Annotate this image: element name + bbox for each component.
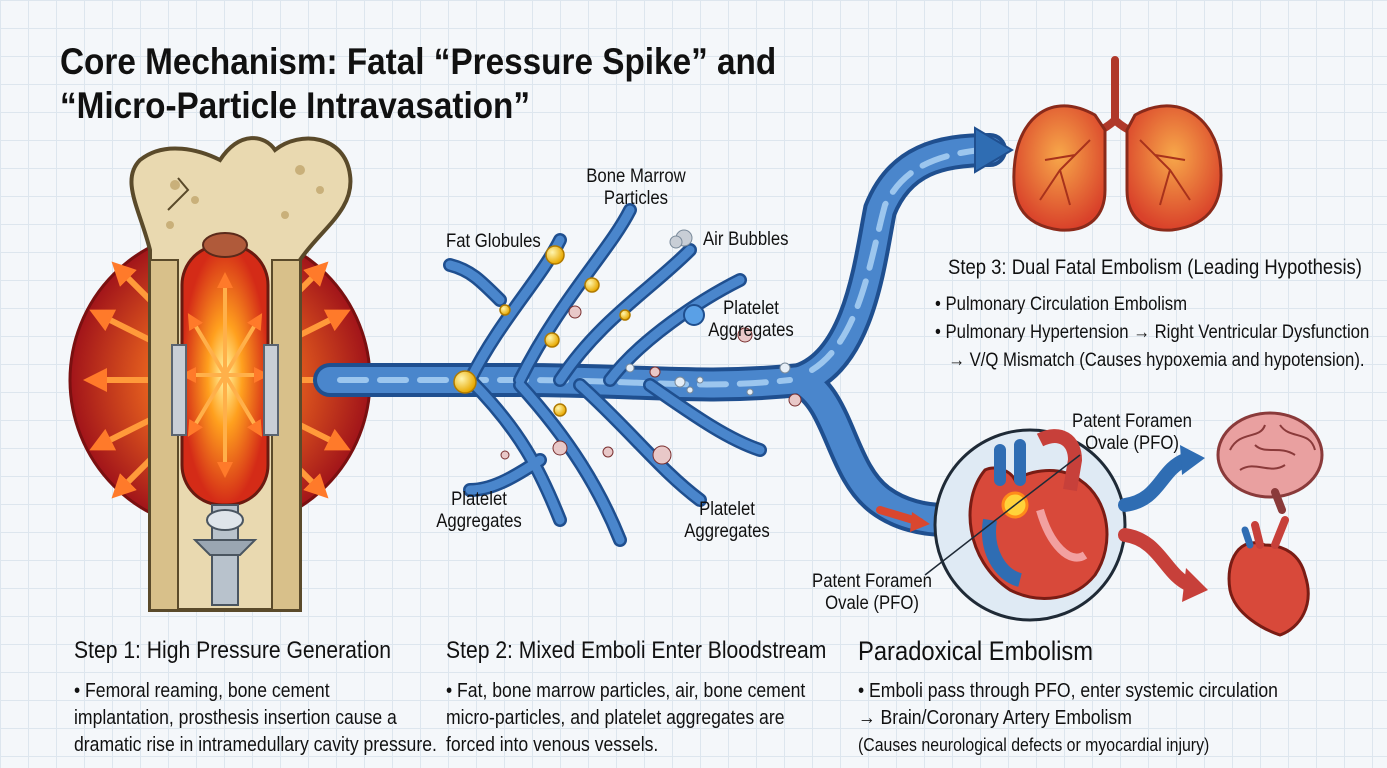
step1-heading: Step 1: High Pressure Generation [74, 637, 391, 664]
step3-heading: Step 3: Dual Fatal Embolism (Leading Hyp… [948, 256, 1362, 279]
femur-bone [129, 136, 353, 612]
step1-line: implantation, prosthesis insertion cause… [74, 707, 397, 729]
label-line: Platelet [699, 499, 755, 520]
label-line: Platelet [451, 489, 507, 510]
paradoxical-line-2: → Brain/Coronary Artery Embolism [858, 707, 1132, 729]
heart-pfo-inset [924, 428, 1127, 622]
label-line: Bone Marrow [586, 166, 686, 187]
step1-line: dramatic rise in intramedullary cavity p… [74, 734, 437, 756]
paradoxical-line-1: • Emboli pass through PFO, enter systemi… [858, 680, 1278, 702]
label-line: Platelet [723, 298, 779, 319]
air-bubbles [625, 229, 791, 396]
title-line-2: “Micro-Particle Intravasation” [60, 85, 531, 126]
label-fat-globules: Fat Globules [446, 231, 541, 252]
step3-body: • Pulmonary Circulation Embolism • Pulmo… [935, 291, 1369, 375]
label-platelet-aggregates-right: Platelet Aggregates [703, 298, 800, 342]
label-pfo-bottom: Patent Foramen Ovale (PFO) [810, 571, 933, 615]
fat-globules [453, 245, 631, 417]
step2-line: forced into venous vessels. [446, 734, 659, 756]
step3-bullet-2: • Pulmonary Hypertension → Right Ventric… [935, 322, 1370, 343]
step2-line: micro-particles, and platelet aggregates… [446, 707, 785, 729]
label-bone-marrow-particles: Bone Marrow Particles [574, 166, 697, 210]
step3-bullet-1: • Pulmonary Circulation Embolism [935, 294, 1188, 315]
step2-heading: Step 2: Mixed Emboli Enter Bloodstream [446, 637, 827, 664]
label-pfo-top: Patent Foramen Ovale (PFO) [1070, 411, 1193, 455]
step2-line: • Fat, bone marrow particles, air, bone … [446, 680, 806, 702]
lungs [1012, 56, 1223, 232]
label-line: Aggregates [436, 511, 522, 532]
label-line: Aggregates [684, 521, 770, 542]
emboli-particles [500, 305, 802, 465]
step3-bullet-2-continued: → V/Q Mismatch (Causes hypoxemia and hyp… [948, 350, 1365, 371]
step1-line: • Femoral reaming, bone cement [74, 680, 330, 702]
paradoxical-body: • Emboli pass through PFO, enter systemi… [858, 678, 1278, 759]
title-line-1: Core Mechanism: Fatal “Pressure Spike” a… [60, 41, 777, 82]
label-line: Ovale (PFO) [1085, 433, 1179, 454]
label-platelet-aggregates-bottom-left: Platelet Aggregates [431, 489, 528, 533]
label-line: Patent Foramen [812, 571, 932, 592]
label-line: Ovale (PFO) [825, 593, 919, 614]
step2-body: • Fat, bone marrow particles, air, bone … [446, 678, 805, 759]
label-air-bubbles: Air Bubbles [703, 229, 789, 250]
label-platelet-aggregates-bottom-right: Platelet Aggregates [679, 499, 776, 543]
paradoxical-line-3: (Causes neurological defects or myocardi… [858, 735, 1210, 755]
step1-body: • Femoral reaming, bone cement implantat… [74, 678, 437, 759]
label-line: Particles [603, 188, 669, 209]
heart-icon [1227, 516, 1310, 637]
paradoxical-heading: Paradoxical Embolism [858, 636, 1094, 666]
page-title: Core Mechanism: Fatal “Pressure Spike” a… [60, 40, 798, 128]
brain-icon [1216, 411, 1324, 514]
label-line: Patent Foramen [1072, 411, 1192, 432]
platelet-marker [683, 304, 705, 326]
systemic-arrows [1118, 445, 1208, 602]
label-line: Aggregates [708, 320, 794, 341]
